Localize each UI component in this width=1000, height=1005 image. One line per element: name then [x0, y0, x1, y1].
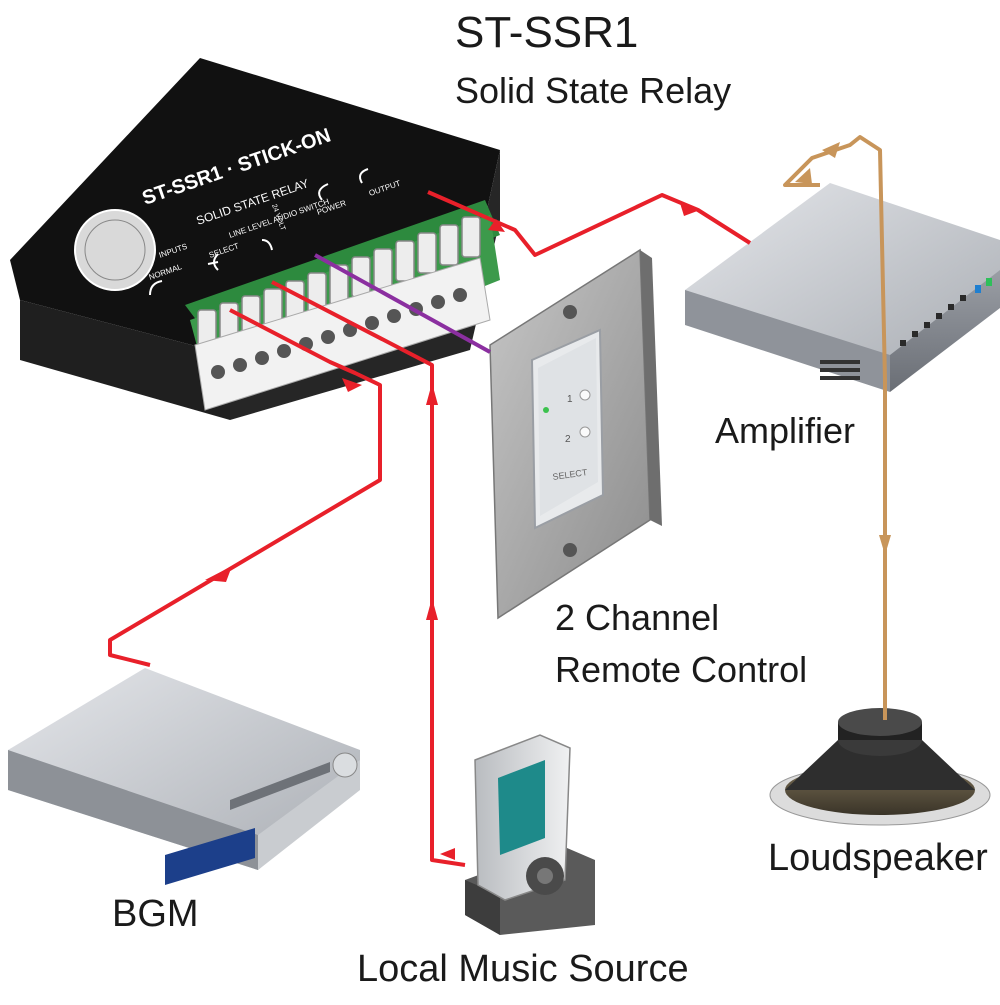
control-wire-remote	[314, 253, 491, 354]
remote-select-label: SELECT	[552, 467, 589, 482]
remote-label-line2: Remote Control	[555, 649, 808, 690]
bgm-player-device	[8, 668, 360, 885]
loudspeaker-label: Loudspeaker	[768, 837, 988, 879]
bgm-volume-knob[interactable]	[332, 752, 358, 778]
local-music-player	[465, 734, 595, 935]
audio-wire-arrows	[205, 203, 700, 860]
remote-control-label: 2 Channel Remote Control	[555, 592, 807, 696]
player-screen	[498, 760, 545, 855]
radio-design-logo-icon	[74, 209, 156, 291]
bgm-display	[165, 828, 255, 885]
local-music-source-label: Local Music Source	[357, 948, 689, 990]
speaker-wire-arrows	[795, 142, 891, 555]
screw-icon	[563, 305, 577, 319]
wall-remote-control: 1 2 SELECT	[489, 248, 662, 620]
st-ssr1-device: ST-SSR1 · STICK-ON SOLID STATE RELAY INP…	[10, 58, 500, 420]
amplifier-vent	[820, 360, 860, 380]
page-title: ST-SSR1	[455, 8, 639, 57]
remote-button-1-label: 1	[567, 394, 573, 405]
speaker-wires	[783, 135, 887, 720]
bgm-label: BGM	[112, 893, 199, 935]
led-indicator-icon	[543, 407, 549, 413]
amplifier-device	[685, 183, 1000, 392]
loudspeaker-device	[769, 708, 991, 826]
remote-button-2[interactable]	[579, 426, 591, 438]
amplifier-label: Amplifier	[715, 410, 856, 451]
wire-bgm-to-relay	[108, 308, 382, 667]
screw-icon	[563, 543, 577, 557]
remote-button-1[interactable]	[579, 389, 591, 401]
remote-button-2-label: 2	[565, 434, 571, 445]
page-subtitle: Solid State Relay	[455, 70, 732, 111]
remote-label-line1: 2 Channel	[555, 597, 720, 638]
wire-relay-to-amplifier	[427, 190, 752, 257]
